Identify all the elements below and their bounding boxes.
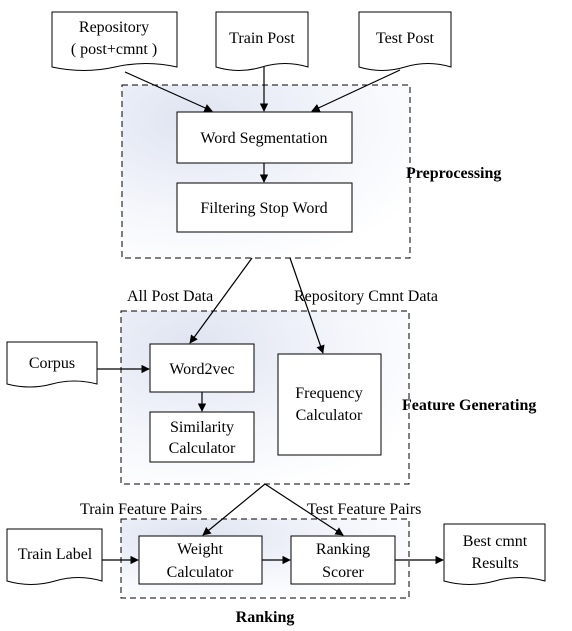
preprocessing-section-label: Preprocessing [406,165,501,182]
repository-document [51,11,178,71]
weight-label-line1: Weight [177,541,223,558]
similarity-calculator-box [149,411,255,463]
filtering-stop-word-label: Filtering Stop Word [200,200,327,217]
all-post-data-label: All Post Data [127,288,213,305]
train-feature-pairs-label: Train Feature Pairs [80,501,202,518]
train-post-document [215,11,309,71]
scorer-label-line2: Scorer [322,564,364,581]
ranking-scorer-box [290,535,396,585]
train-post-label: Train Post [229,30,295,47]
test-post-document [358,11,452,71]
word-segmentation-box [176,111,353,164]
train-label-document [6,528,103,585]
train-label-label: Train Label [18,546,93,563]
arrow-testpost-to-segmentation [311,69,401,112]
word2vec-label: Word2vec [169,361,234,378]
ranking-section-label: Ranking [236,609,295,626]
similarity-label-line1: Similarity [170,419,234,436]
scorer-label-line1: Ranking [316,541,370,558]
repository-label-line1: Repository [79,19,149,36]
word-segmentation-label: Word Segmentation [200,130,327,147]
frequency-label-line1: Frequency [295,385,363,402]
word2vec-box [149,343,255,393]
filtering-stop-word-box [176,182,353,233]
arrow-preprocessing-to-frequency [289,257,325,354]
test-feature-pairs-label: Test Feature Pairs [307,501,421,518]
frequency-calculator-box [277,353,382,456]
arrow-features-to-scorer [264,483,344,536]
weight-label-line2: Calculator [167,564,234,581]
corpus-label: Corpus [29,355,75,372]
best-cmnt-label-line2: Results [471,555,518,572]
arrow-features-to-weight [202,483,266,536]
best-cmnt-document [443,523,546,585]
frequency-label-line2: Calculator [296,407,363,424]
repository-cmnt-data-label: Repository Cmnt Data [294,288,438,305]
repository-label-line2: ( post+cmnt ) [71,41,157,58]
corpus-document [6,341,98,388]
feature-generating-section-label: Feature Generating [402,397,536,414]
test-post-label: Test Post [376,30,435,47]
best-cmnt-label-line1: Best cmnt [463,533,528,550]
arrow-repository-to-segmentation [124,71,213,112]
arrow-preprocessing-to-word2vec [189,257,253,344]
similarity-label-line2: Calculator [169,440,236,457]
